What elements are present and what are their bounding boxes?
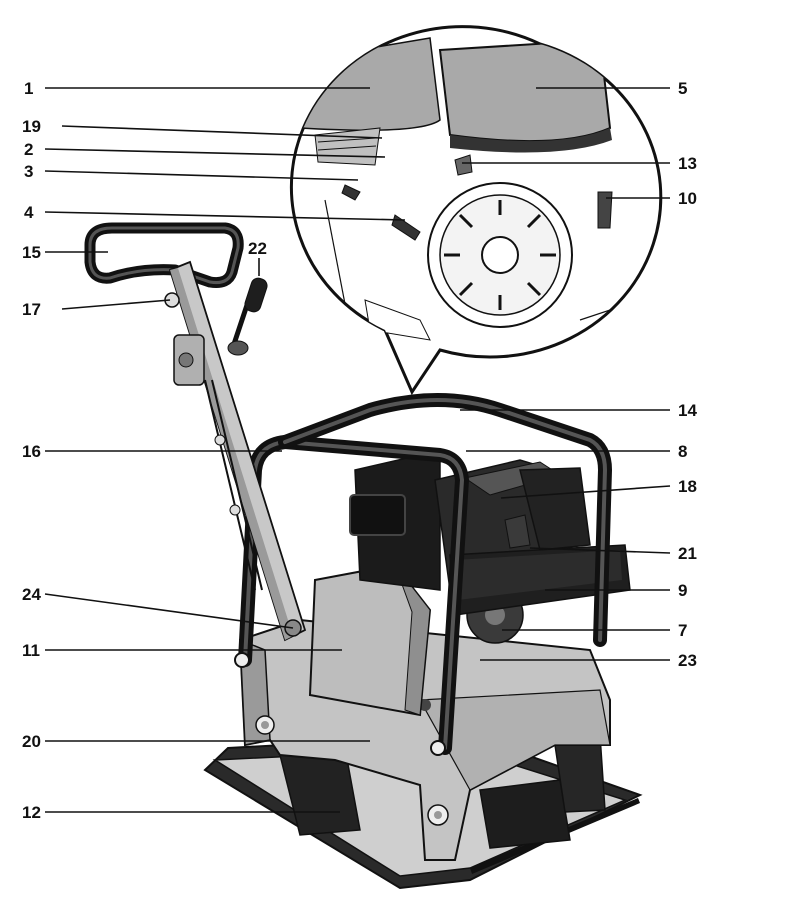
callout-7: 7 [678,621,687,640]
callout-22: 22 [248,239,267,258]
callout-14: 14 [678,401,697,420]
callout-16: 16 [22,442,41,461]
callout-17: 17 [22,300,41,319]
callout-13: 13 [678,154,697,173]
callout-9: 9 [678,581,687,600]
callout-21: 21 [678,544,697,563]
callout-leaders [44,87,671,813]
callout-10: 10 [678,189,697,208]
guide-handle [84,222,307,642]
roll-frame [234,393,612,756]
callout-12: 12 [22,803,41,822]
callout-20: 20 [22,732,41,751]
callout-8: 8 [678,442,687,461]
callout-23: 23 [678,651,697,670]
callout-2: 2 [24,140,33,159]
callout-5: 5 [678,79,687,98]
callout-24: 24 [22,585,41,604]
detail-magnifier [289,25,663,396]
callout-4: 4 [24,203,34,222]
belt-cover [308,563,432,717]
callout-18: 18 [678,477,697,496]
callout-numbers: 1 19 2 3 4 15 22 17 16 24 11 20 12 5 13 … [22,79,697,822]
callout-19: 19 [22,117,41,136]
callout-15: 15 [22,243,41,262]
callout-3: 3 [24,162,33,181]
callout-1: 1 [24,79,33,98]
callout-11: 11 [22,641,40,660]
